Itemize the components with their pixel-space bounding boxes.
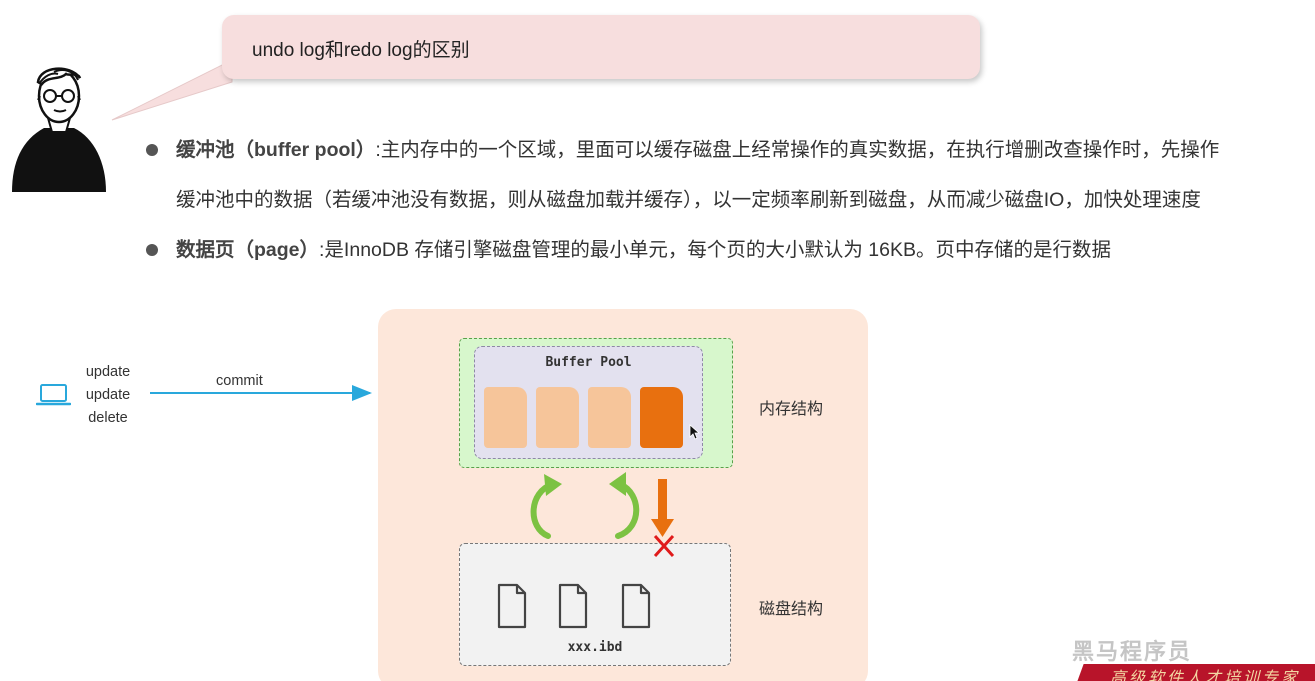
bullet-dot bbox=[146, 144, 158, 156]
watermark-banner-text: 高级软件人才培训专家 bbox=[1110, 670, 1301, 681]
bullet-text-continued: 缓冲池中的数据（若缓冲池没有数据，则从磁盘加载并缓存），以一定频率刷新到磁盘，从… bbox=[176, 189, 1201, 211]
bullet-term: 缓冲池（buffer pool） bbox=[176, 139, 376, 161]
commit-label: commit bbox=[216, 373, 263, 389]
bubble-title: undo log和redo log的区别 bbox=[252, 40, 470, 61]
mouse-cursor-icon bbox=[689, 424, 701, 440]
op-update: update bbox=[85, 364, 131, 380]
buffer-pool-title: Buffer Pool bbox=[545, 355, 632, 370]
memory-structure-label: 内存结构 bbox=[759, 401, 824, 418]
bullet-page: 数据页（page）:是InnoDB 存储引擎磁盘管理的最小单元，每个页的大小默认… bbox=[144, 225, 1314, 275]
file-icon bbox=[621, 583, 651, 629]
disk-file-label: xxx.ibd bbox=[567, 640, 623, 655]
laptop-icon bbox=[36, 384, 71, 406]
data-page bbox=[536, 387, 579, 448]
dirty-page bbox=[640, 387, 683, 448]
disk-structure-label: 磁盘结构 bbox=[759, 601, 824, 618]
op-delete: delete bbox=[88, 410, 128, 426]
client-operations: update update delete bbox=[76, 361, 140, 430]
bullet-term: 数据页（page） bbox=[176, 239, 320, 261]
watermark-logo: 黑马程序员 bbox=[1072, 639, 1193, 664]
disk-structure-box: xxx.ibd bbox=[459, 543, 731, 666]
speech-bubble: undo log和redo log的区别 bbox=[222, 15, 980, 79]
bullet-text: :主内存中的一个区域，里面可以缓存磁盘上经常操作的真实数据，在执行增删改查操作时… bbox=[375, 139, 1220, 161]
data-page bbox=[588, 387, 631, 448]
file-icon bbox=[497, 583, 527, 629]
avatar-icon bbox=[12, 67, 106, 192]
op-update: update bbox=[85, 387, 131, 403]
bullet-list: 缓冲池（buffer pool）:主内存中的一个区域，里面可以缓存磁盘上经常操作… bbox=[144, 125, 1314, 275]
bullet-buffer-pool: 缓冲池（buffer pool）:主内存中的一个区域，里面可以缓存磁盘上经常操作… bbox=[144, 125, 1314, 225]
bullet-text: :是InnoDB 存储引擎磁盘管理的最小单元，每个页的大小默认为 16KB。页中… bbox=[319, 239, 1112, 261]
data-page bbox=[484, 387, 527, 448]
buffer-pool: Buffer Pool bbox=[474, 346, 703, 459]
bullet-dot bbox=[146, 244, 158, 256]
file-icon bbox=[558, 583, 588, 629]
